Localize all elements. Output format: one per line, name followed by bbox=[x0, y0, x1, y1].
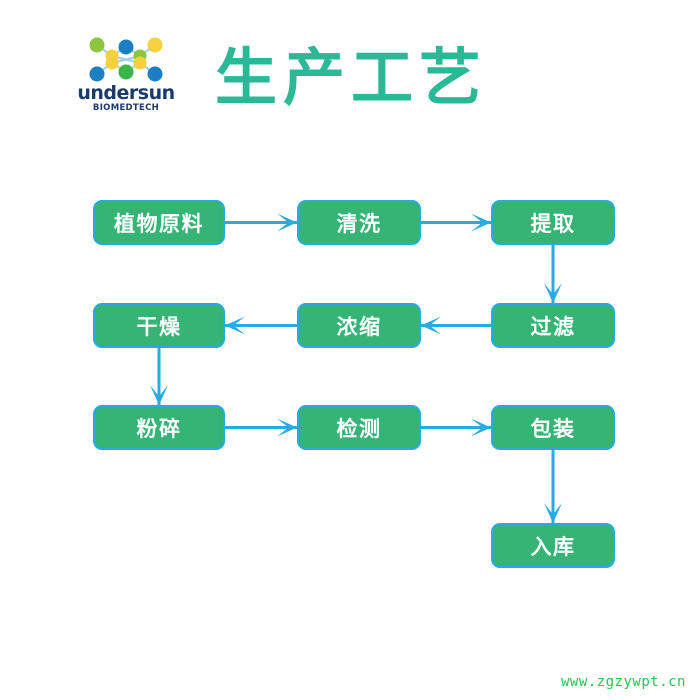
header: undersun BIOMEDTECH 生产工艺 bbox=[0, 0, 700, 150]
flow-node-raw-material[interactable]: 植物原料 bbox=[93, 200, 225, 245]
arrowhead-icon bbox=[274, 418, 297, 437]
flow-node-label: 粉碎 bbox=[136, 415, 182, 441]
flow-node-label: 干燥 bbox=[136, 313, 182, 339]
arrowhead-icon bbox=[225, 316, 248, 335]
molecule-logo-icon bbox=[89, 37, 163, 82]
flow-node-packaging[interactable]: 包装 bbox=[491, 405, 615, 450]
flow-node-label: 清洗 bbox=[336, 210, 382, 236]
logo-subwordmark: BIOMEDTECH bbox=[92, 103, 160, 113]
flow-edge-drying-to-grinding bbox=[150, 348, 168, 405]
flow-edge-packaging-to-warehousing bbox=[544, 450, 562, 523]
flow-edge-raw-material-to-washing bbox=[225, 213, 297, 232]
company-logo: undersun BIOMEDTECH bbox=[74, 36, 178, 118]
page-title: 生产工艺 bbox=[215, 41, 488, 114]
flow-node-label: 浓缩 bbox=[336, 313, 382, 339]
flow-edge-concentration-to-drying bbox=[225, 316, 297, 335]
flow-node-drying[interactable]: 干燥 bbox=[93, 303, 225, 348]
flow-edge-filtration-to-concentration bbox=[421, 316, 491, 335]
flow-node-label: 提取 bbox=[530, 210, 576, 236]
flow-node-extraction[interactable]: 提取 bbox=[491, 200, 615, 245]
flow-edge-grinding-to-inspection bbox=[225, 418, 297, 437]
flow-node-washing[interactable]: 清洗 bbox=[297, 200, 421, 245]
flow-node-concentration[interactable]: 浓缩 bbox=[297, 303, 421, 348]
arrowhead-icon bbox=[274, 213, 297, 232]
flow-node-inspection[interactable]: 检测 bbox=[297, 405, 421, 450]
watermark-url: www.zgzywpt.cn bbox=[560, 674, 686, 690]
arrowhead-icon bbox=[544, 500, 562, 523]
flow-node-label: 植物原料 bbox=[114, 210, 204, 236]
flow-edge-inspection-to-packaging bbox=[421, 418, 491, 437]
flow-node-label: 入库 bbox=[530, 533, 576, 559]
arrowhead-icon bbox=[421, 316, 444, 335]
flow-node-label: 检测 bbox=[336, 415, 382, 441]
flow-edge-washing-to-extraction bbox=[421, 213, 491, 232]
flow-node-grinding[interactable]: 粉碎 bbox=[93, 405, 225, 450]
flow-edge-extraction-to-filtration bbox=[544, 245, 562, 303]
flow-node-label: 过滤 bbox=[530, 313, 576, 339]
flow-node-warehousing[interactable]: 入库 bbox=[491, 523, 615, 568]
arrowhead-icon bbox=[468, 418, 491, 437]
logo-wordmark: undersun bbox=[77, 82, 175, 104]
arrowhead-icon bbox=[150, 382, 168, 405]
arrowhead-icon bbox=[468, 213, 491, 232]
arrowhead-icon bbox=[544, 280, 562, 303]
flow-node-filtration[interactable]: 过滤 bbox=[491, 303, 615, 348]
flow-node-label: 包装 bbox=[530, 415, 576, 441]
